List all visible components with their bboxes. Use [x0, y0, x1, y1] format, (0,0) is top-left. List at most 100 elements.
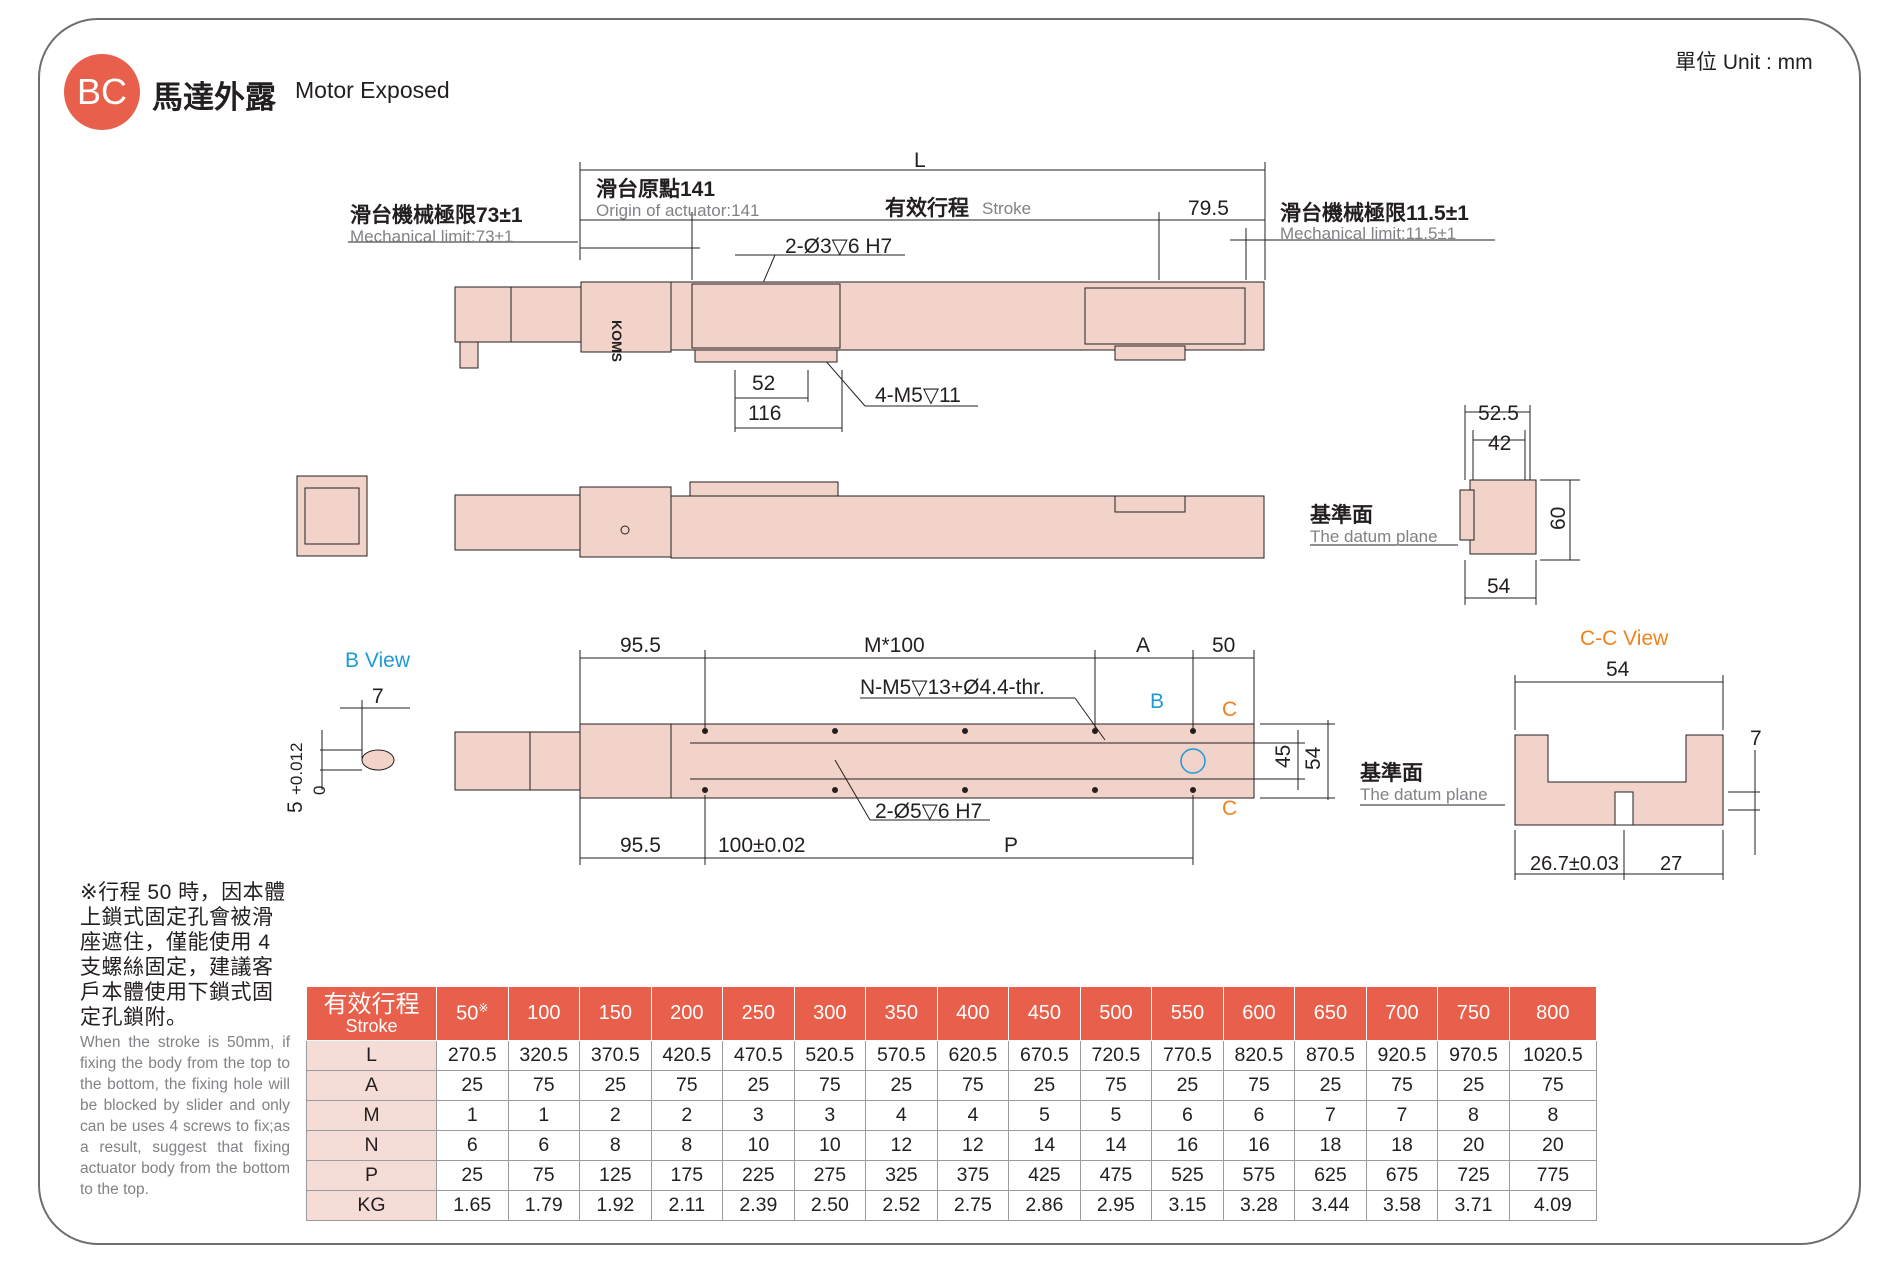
m5-label: 4-M5▽11 — [875, 384, 961, 407]
mech-limit-left-en: Mechanical limit:73±1 — [350, 227, 513, 246]
table-cell: 525 — [1151, 1160, 1224, 1191]
table-cell: 720.5 — [1079, 1040, 1153, 1071]
table-cell: 8 — [650, 1130, 724, 1161]
stroke-column-header: 700 — [1365, 986, 1439, 1041]
datum-label-en-2: The datum plane — [1360, 785, 1488, 804]
table-cell: 20 — [1508, 1130, 1598, 1161]
bottom-view-body — [454, 723, 1255, 799]
table-cell: 25 — [865, 1070, 938, 1101]
table-cell: 18 — [1365, 1130, 1439, 1161]
end-view-labels: 52.5 42 60 54 基準面 The datum plane — [1310, 402, 1570, 598]
dim-79-5: 79.5 — [1188, 197, 1229, 220]
datum-label-zh-2: 基準面 — [1360, 761, 1423, 785]
table-cell: 1 — [507, 1100, 581, 1131]
b-view: B View 7 5 +0.012 0 — [284, 649, 411, 813]
table-cell: 1 — [436, 1100, 509, 1131]
stroke-column-header: 150 — [579, 986, 652, 1041]
dim-52-5: 52.5 — [1478, 402, 1519, 425]
table-cell: 10 — [722, 1130, 795, 1161]
table-cell: 6 — [507, 1130, 581, 1161]
table-cell: 725 — [1437, 1160, 1510, 1191]
stroke-column-header: 250 — [722, 986, 795, 1041]
table-cell: 625 — [1294, 1160, 1367, 1191]
model-badge: BC — [64, 54, 140, 130]
table-cell: 820.5 — [1222, 1040, 1296, 1071]
bottom-view-dimension-lines — [579, 650, 1505, 865]
table-cell: 12 — [865, 1130, 938, 1161]
row-label: N — [306, 1130, 437, 1161]
table-cell: 25 — [436, 1070, 509, 1101]
table-cell: 1020.5 — [1508, 1040, 1598, 1071]
table-cell: 2.95 — [1079, 1190, 1153, 1221]
hole-2-3-label: 2-Ø3▽6 H7 — [785, 235, 892, 258]
table-cell: 475 — [1079, 1160, 1153, 1191]
table-cell: 6 — [1222, 1100, 1296, 1131]
table-cell: 25 — [722, 1070, 795, 1101]
table-cell: 620.5 — [936, 1040, 1010, 1071]
page-frame — [38, 18, 1861, 1245]
row-label: P — [306, 1160, 437, 1191]
table-cell: 2.86 — [1008, 1190, 1081, 1221]
table-cell: 1.92 — [579, 1190, 652, 1221]
table-cell: 375 — [936, 1160, 1010, 1191]
label-C-top: C — [1222, 698, 1237, 721]
table-cell: 470.5 — [722, 1040, 795, 1071]
datum-label-en-1: The datum plane — [1310, 527, 1438, 546]
stroke-header-cell: 有效行程 Stroke — [306, 986, 437, 1041]
stroke-column-header: 650 — [1294, 986, 1367, 1041]
end-view — [1310, 405, 1580, 605]
table-cell: 3.58 — [1365, 1190, 1439, 1221]
stroke-label-en: Stroke — [982, 199, 1031, 218]
note-mark: ※ — [478, 1001, 489, 1016]
table-cell: 2.11 — [650, 1190, 724, 1221]
table-cell: 25 — [436, 1160, 509, 1191]
table-cell: 8 — [1437, 1100, 1510, 1131]
table-cell: 175 — [650, 1160, 724, 1191]
table-cell: 7 — [1365, 1100, 1439, 1131]
table-cell: 16 — [1151, 1130, 1224, 1161]
svg-text:KOMS: KOMS — [609, 320, 625, 362]
bottom-view-labels: 95.5 M*100 A 50 N-M5▽13+Ø4.4-thr. B C C … — [620, 634, 1488, 857]
top-view-labels: L 滑台原點141 Origin of actuator:141 有效行程 St… — [350, 149, 1469, 425]
b-view-tol-zero: 0 — [310, 786, 329, 795]
table-cell: 3.71 — [1437, 1190, 1510, 1221]
row-label: M — [306, 1100, 437, 1131]
mech-limit-right-zh: 滑台機械極限11.5±1 — [1280, 201, 1469, 225]
cc-dim-27: 27 — [1660, 853, 1682, 875]
mech-limit-right-en: Mechanical limit:11.5±1 — [1280, 224, 1456, 243]
stroke-column-header: 800 — [1508, 986, 1598, 1041]
stroke-column-header: 550 — [1151, 986, 1224, 1041]
dim-95-5-bottom: 95.5 — [620, 834, 661, 857]
table-cell: 2 — [650, 1100, 724, 1131]
stroke-column-header: 100 — [507, 986, 581, 1041]
dim-52: 52 — [752, 372, 775, 395]
stroke-column-header: 750 — [1437, 986, 1510, 1041]
dim-54-end: 54 — [1487, 575, 1511, 598]
table-cell: 325 — [865, 1160, 938, 1191]
origin-label-en: Origin of actuator:141 — [596, 201, 759, 220]
table-cell: 75 — [1222, 1070, 1296, 1101]
dim-54-bottom: 54 — [1302, 746, 1325, 770]
table-cell: 970.5 — [1437, 1040, 1510, 1071]
table-cell: 8 — [579, 1130, 652, 1161]
table-cell: 275 — [793, 1160, 867, 1191]
table-cell: 2.52 — [865, 1190, 938, 1221]
table-cell: 75 — [507, 1160, 581, 1191]
table-cell: 16 — [1222, 1130, 1296, 1161]
table-cell: 320.5 — [507, 1040, 581, 1071]
stroke-label-zh: 有效行程 — [885, 196, 969, 220]
cc-dim-26-7: 26.7±0.03 — [1530, 853, 1619, 875]
table-cell: 75 — [1365, 1070, 1439, 1101]
dim-100: 100±0.02 — [718, 834, 805, 857]
table-cell: 125 — [579, 1160, 652, 1191]
table-cell: 25 — [1008, 1070, 1081, 1101]
